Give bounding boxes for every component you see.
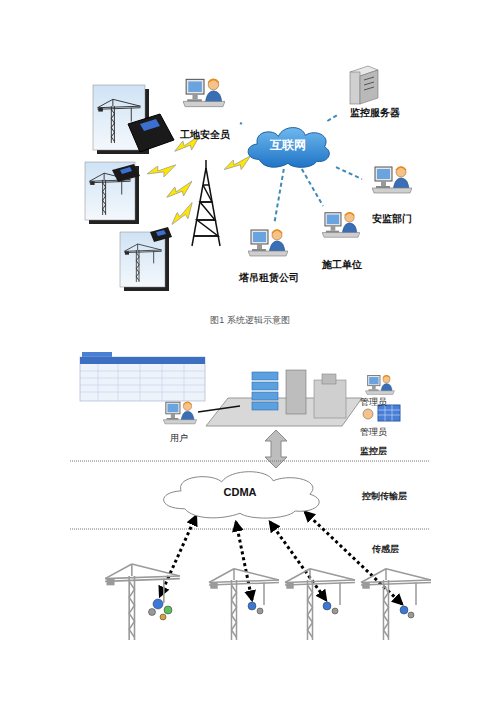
cell-tower bbox=[192, 160, 220, 246]
server-icon bbox=[350, 66, 378, 104]
party-node: 工地安全员 bbox=[168, 72, 242, 142]
network-cloud: 互联网 bbox=[240, 121, 336, 169]
server-platform bbox=[206, 370, 362, 426]
node-text: 互联网 bbox=[270, 137, 306, 154]
cloud-outline bbox=[248, 128, 329, 168]
network-link bbox=[336, 167, 362, 179]
network-link bbox=[302, 169, 323, 206]
layer-divider bbox=[70, 461, 430, 462]
dotted-arrow bbox=[160, 512, 402, 604]
wireless-bolt bbox=[146, 163, 178, 180]
sensor-cluster bbox=[149, 599, 415, 620]
crane-photo bbox=[85, 162, 139, 224]
crane-photo bbox=[120, 232, 169, 291]
party-node: 监控服务器 bbox=[338, 64, 412, 120]
user-link bbox=[198, 406, 240, 412]
person-icon bbox=[163, 402, 196, 424]
double-arrow bbox=[265, 430, 287, 468]
person-icon bbox=[183, 79, 225, 106]
node-text: 工地安全员 bbox=[180, 128, 230, 142]
monitor-device bbox=[112, 164, 140, 182]
node-text: 安监部门 bbox=[372, 212, 412, 226]
layer-label: 控制传输层 bbox=[362, 490, 407, 503]
node-text: CDMA bbox=[224, 486, 257, 498]
network-link bbox=[240, 122, 242, 125]
layer-label: 传感层 bbox=[372, 543, 399, 556]
party-node: 塔吊租赁公司 bbox=[230, 223, 308, 285]
monitor-device bbox=[150, 227, 172, 242]
person-icon bbox=[322, 213, 360, 238]
admin-grid bbox=[363, 405, 400, 421]
party-node: 施工单位 bbox=[311, 206, 373, 272]
network-link bbox=[274, 169, 283, 223]
role-label: 管理员 bbox=[360, 426, 387, 439]
network-cloud: CDMA bbox=[148, 464, 332, 520]
person-icon bbox=[248, 230, 288, 256]
cloud-outline bbox=[164, 472, 320, 518]
node-text: 施工单位 bbox=[322, 258, 362, 272]
node-text: 监控服务器 bbox=[350, 106, 400, 120]
wireless-bolt bbox=[164, 179, 196, 203]
role-label: 用户 bbox=[170, 432, 188, 445]
figure-caption: 图1 系统逻辑示意图 bbox=[0, 314, 500, 327]
screenshot-table bbox=[80, 352, 205, 401]
layer-divider bbox=[70, 529, 430, 530]
person-icon bbox=[366, 376, 395, 395]
person-icon bbox=[372, 167, 412, 193]
wireless-bolt bbox=[168, 201, 199, 229]
monitor-device bbox=[128, 114, 174, 152]
network-link bbox=[327, 115, 338, 121]
node-text: 塔吊租赁公司 bbox=[239, 271, 299, 285]
wireless-bolt bbox=[222, 154, 254, 176]
role-label: 管理员 bbox=[360, 396, 387, 409]
party-node: 安监部门 bbox=[362, 160, 422, 226]
crane-drawing bbox=[105, 564, 431, 640]
layer-label: 监控层 bbox=[360, 445, 387, 458]
